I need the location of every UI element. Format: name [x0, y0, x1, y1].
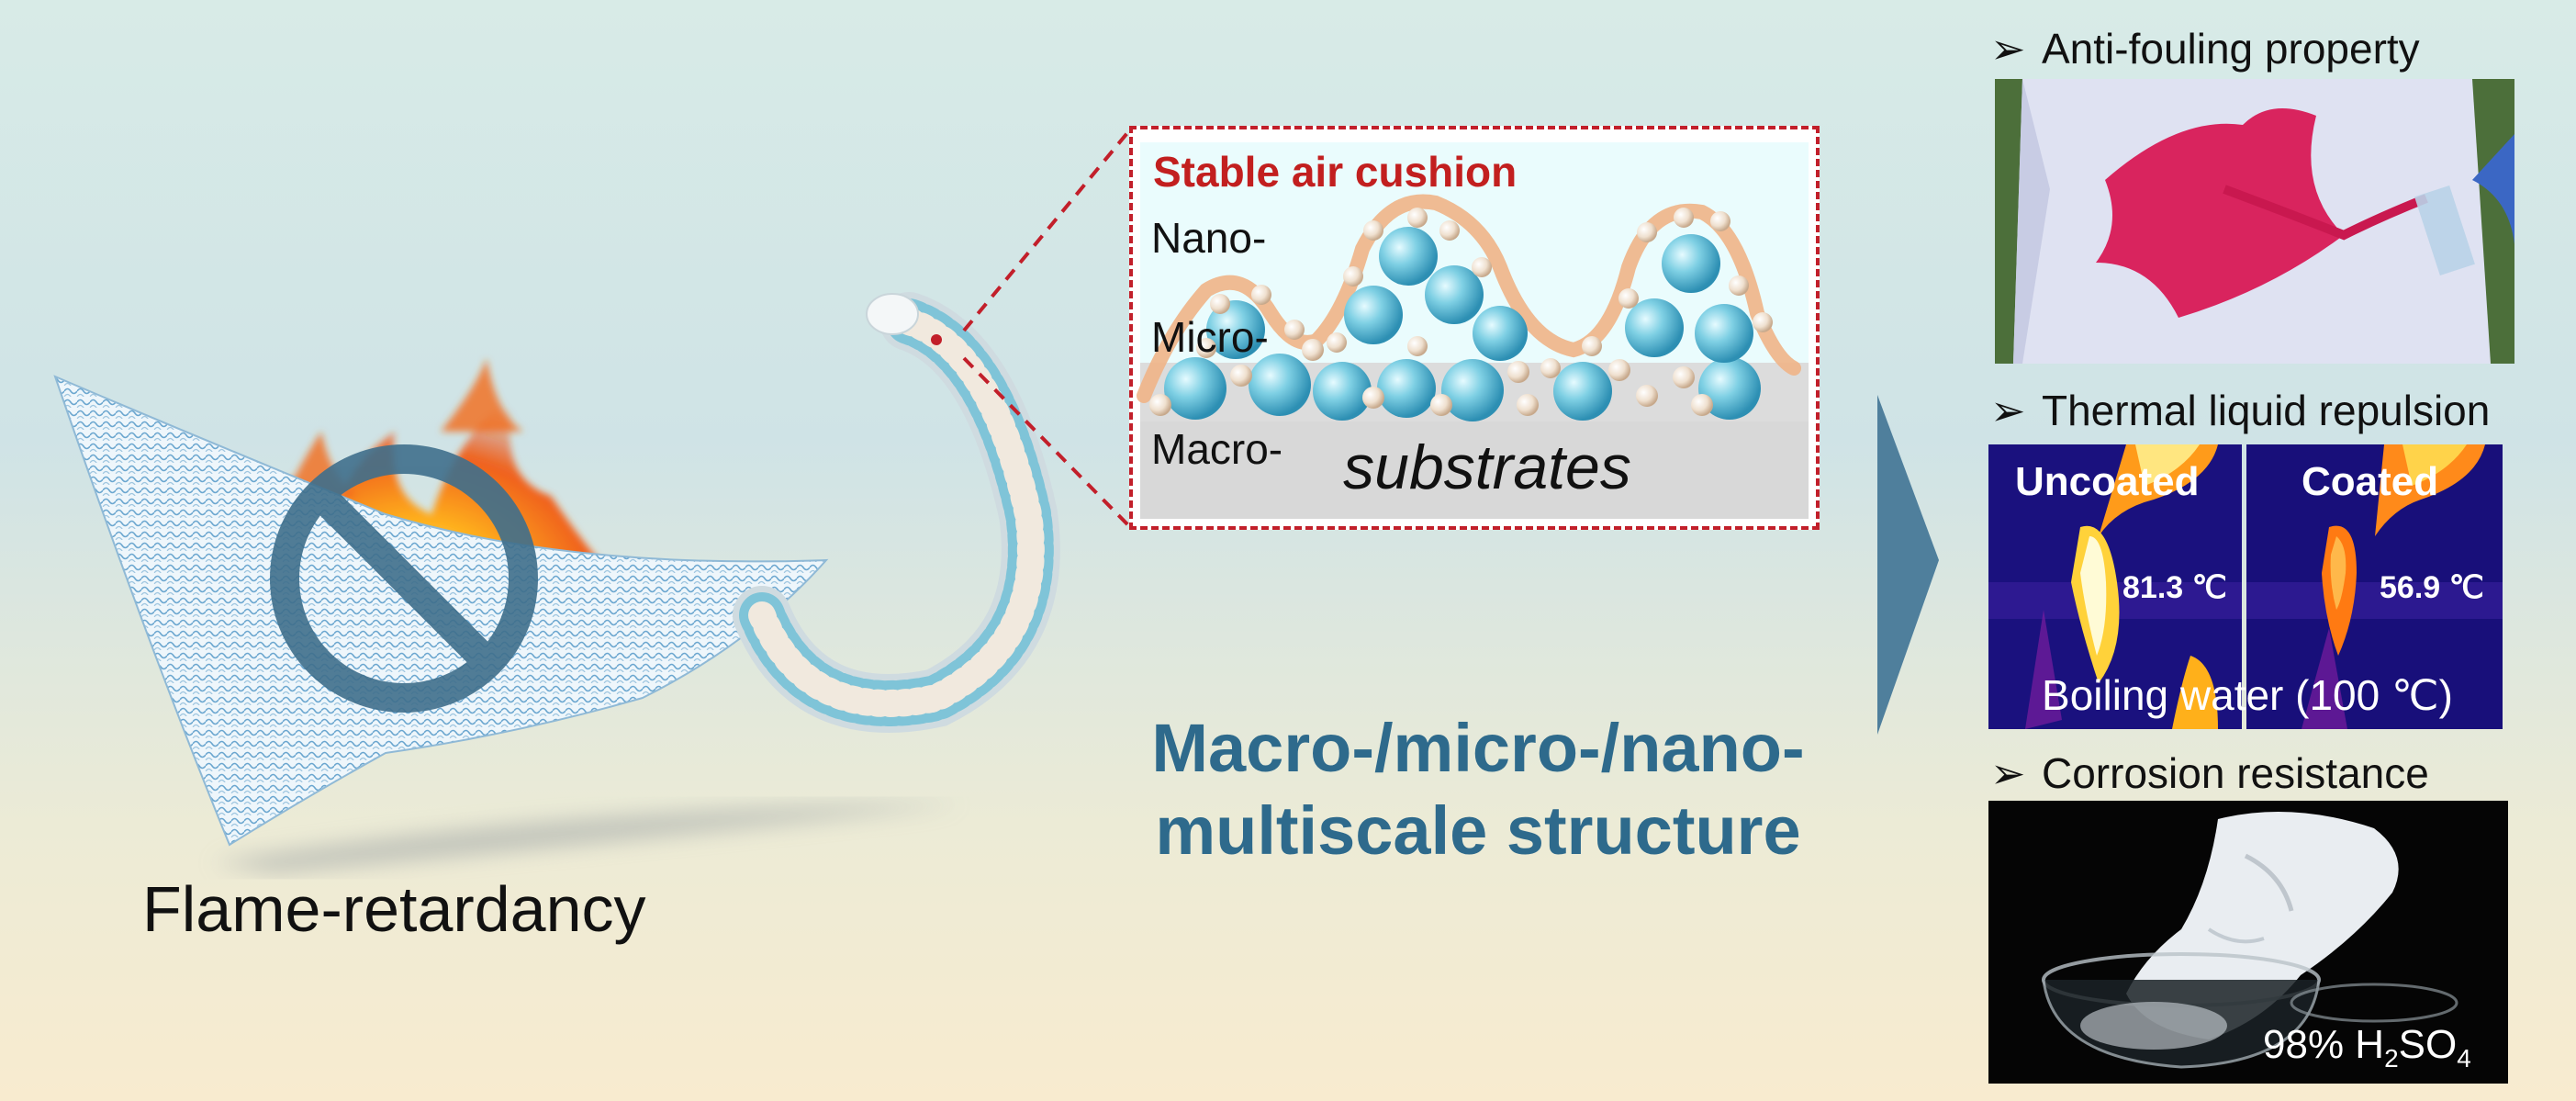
- structure-title-line2: multiscale structure: [1155, 792, 1801, 869]
- acid-subscript-1: 2: [2384, 1043, 2399, 1073]
- acid-subscript-2: 4: [2457, 1043, 2471, 1073]
- bullet-corrosion-text: Corrosion resistance: [2042, 749, 2429, 797]
- zoom-line-top: [962, 127, 1133, 332]
- micro-spheres: [1164, 227, 1761, 421]
- substrate-block: [1140, 421, 1809, 519]
- no-fire-sign: [270, 444, 538, 713]
- bullet-anti-fouling: ➢ Anti-fouling property: [1990, 24, 2420, 73]
- micro-label: Micro-: [1151, 313, 1269, 361]
- coated-temperature: 56.9 ℃: [2380, 570, 2484, 605]
- uncoated-temperature: 81.3 ℃: [2122, 570, 2227, 605]
- structure-title: Macro-/micro-/nano- multiscale structure: [1129, 707, 1827, 872]
- structure-title-line1: Macro-/micro-/nano-: [1151, 710, 1805, 786]
- arrow-bullet-icon: ➢: [1990, 387, 2026, 434]
- arrow-bullet-icon: ➢: [1990, 25, 2026, 73]
- bullet-corrosion: ➢ Corrosion resistance: [1990, 748, 2429, 798]
- chevron-arrow: [1877, 395, 1939, 735]
- acid-prefix: 98% H: [2263, 1022, 2385, 1067]
- acid-label: 98% H2SO4: [2263, 1022, 2471, 1073]
- anti-fouling-photo: [1995, 79, 2514, 364]
- flame-retardancy-label: Flame-retardancy: [142, 873, 646, 945]
- fiber-strand: [733, 292, 1060, 733]
- multiscale-diagram: [1137, 142, 1809, 519]
- nano-label: Nano-: [1151, 214, 1267, 262]
- bullet-thermal-repulsion-text: Thermal liquid repulsion: [2042, 387, 2491, 434]
- corrosion-photo: [1988, 801, 2508, 1084]
- uncoated-label: Uncoated: [2015, 459, 2200, 504]
- nano-spheres: [1149, 208, 1773, 416]
- coated-label: Coated: [2302, 459, 2439, 504]
- bullet-anti-fouling-text: Anti-fouling property: [2042, 25, 2420, 73]
- macro-label: Macro-: [1151, 425, 1283, 473]
- acid-middle: SO: [2398, 1022, 2458, 1067]
- substrate-label: substrates: [1343, 433, 1631, 502]
- fabric-shadow: [211, 803, 964, 872]
- arrow-bullet-icon: ➢: [1990, 749, 2026, 797]
- thermal-coated-image: [2246, 444, 2503, 729]
- inset-title: Stable air cushion: [1153, 148, 1518, 196]
- bullet-thermal-repulsion: ➢ Thermal liquid repulsion: [1990, 386, 2490, 435]
- zoom-line-bottom: [962, 356, 1133, 530]
- thermal-uncoated-image: [1988, 444, 2242, 729]
- boiling-water-label: Boiling water (100 ℃): [2042, 671, 2453, 719]
